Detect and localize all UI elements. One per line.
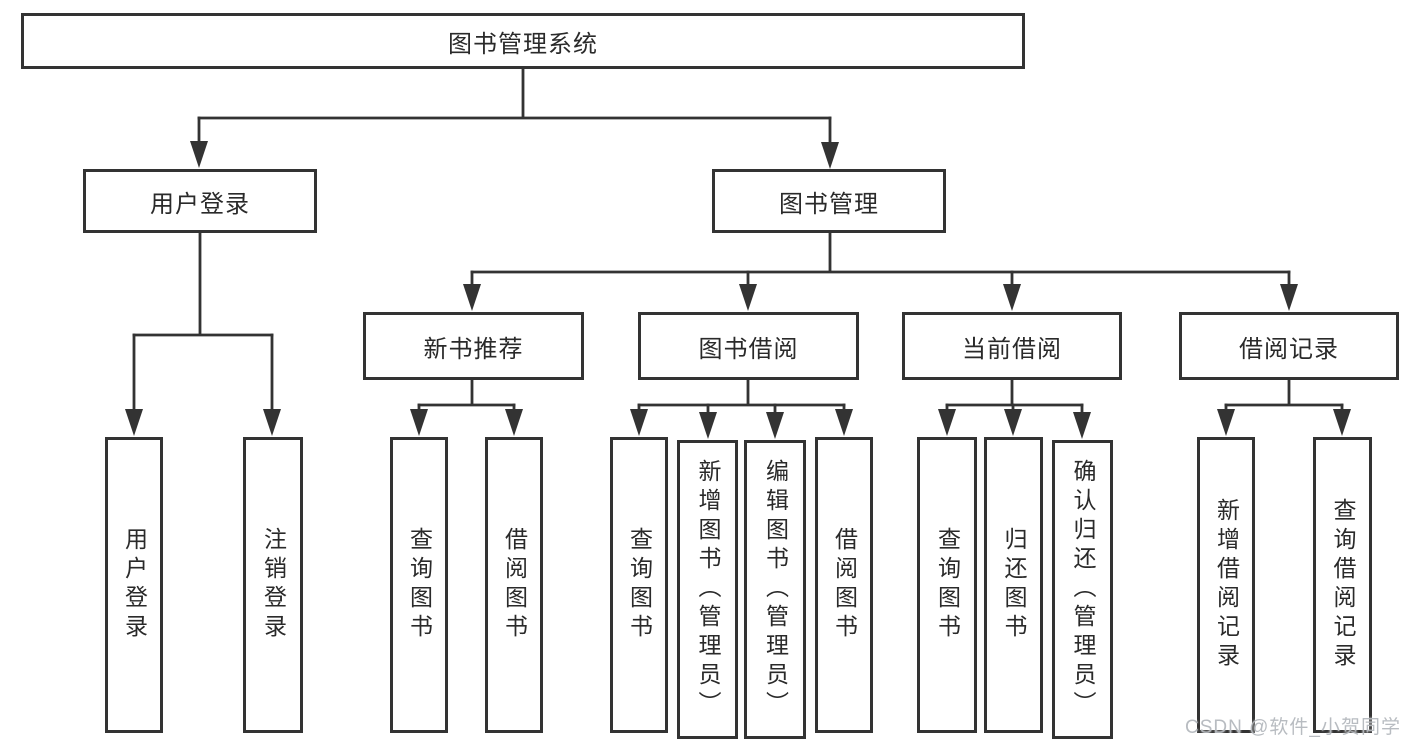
- leaf-confirm-return-admin: 确认归还（管理员）: [1052, 440, 1113, 739]
- leaf-edit-book-admin: 编辑图书（管理员）: [744, 440, 806, 739]
- leaf-current-query-books-label: 查询图书: [934, 527, 961, 643]
- node-current-borrow: 当前借阅: [902, 312, 1122, 380]
- node-book-management-label: 图书管理: [779, 190, 879, 218]
- leaf-borrow-query-books-label: 查询图书: [626, 527, 653, 643]
- leaf-logout-label: 注销登录: [260, 527, 287, 643]
- leaf-edit-book-admin-label: 编辑图书（管理员）: [762, 459, 789, 720]
- leaf-user-login-label: 用户登录: [121, 527, 148, 643]
- leaf-confirm-return-admin-label: 确认归还（管理员）: [1070, 459, 1096, 720]
- node-library-system: 图书管理系统: [21, 13, 1025, 69]
- leaf-return-books: 归还图书: [984, 437, 1043, 733]
- leaf-logout: 注销登录: [243, 437, 303, 733]
- leaf-return-books-label: 归还图书: [1001, 527, 1027, 643]
- leaf-borrow-books-label: 借阅图书: [831, 527, 858, 643]
- leaf-borrow-books: 借阅图书: [815, 437, 873, 733]
- leaf-query-borrow-record: 查询借阅记录: [1313, 437, 1372, 733]
- leaf-add-borrow-record-label: 新增借阅记录: [1213, 498, 1240, 672]
- node-library-system-label: 图书管理系统: [448, 30, 598, 58]
- leaf-query-borrow-record-label: 查询借阅记录: [1330, 498, 1356, 672]
- node-new-book-recommend-label: 新书推荐: [423, 335, 524, 363]
- node-current-borrow-label: 当前借阅: [962, 335, 1062, 363]
- leaf-recommend-query-books-label: 查询图书: [406, 527, 433, 643]
- node-book-borrow: 图书借阅: [638, 312, 859, 380]
- node-new-book-recommend: 新书推荐: [363, 312, 584, 380]
- node-book-borrow-label: 图书借阅: [698, 335, 799, 363]
- leaf-borrow-query-books: 查询图书: [610, 437, 668, 733]
- leaf-add-book-admin: 新增图书（管理员）: [677, 440, 738, 739]
- node-user-login-label: 用户登录: [150, 190, 250, 218]
- leaf-recommend-borrow-books-label: 借阅图书: [501, 527, 528, 643]
- node-user-login: 用户登录: [83, 169, 317, 233]
- node-book-management: 图书管理: [712, 169, 946, 233]
- leaf-current-query-books: 查询图书: [917, 437, 977, 733]
- leaf-recommend-borrow-books: 借阅图书: [485, 437, 543, 733]
- leaf-add-book-admin-label: 新增图书（管理员）: [695, 459, 721, 720]
- node-borrow-records-label: 借阅记录: [1239, 335, 1339, 363]
- leaf-recommend-query-books: 查询图书: [390, 437, 448, 733]
- leaf-user-login: 用户登录: [105, 437, 163, 733]
- leaf-add-borrow-record: 新增借阅记录: [1197, 437, 1255, 733]
- csdn-watermark: CSDN @软件_小贺同学: [1185, 717, 1401, 738]
- node-borrow-records: 借阅记录: [1179, 312, 1399, 380]
